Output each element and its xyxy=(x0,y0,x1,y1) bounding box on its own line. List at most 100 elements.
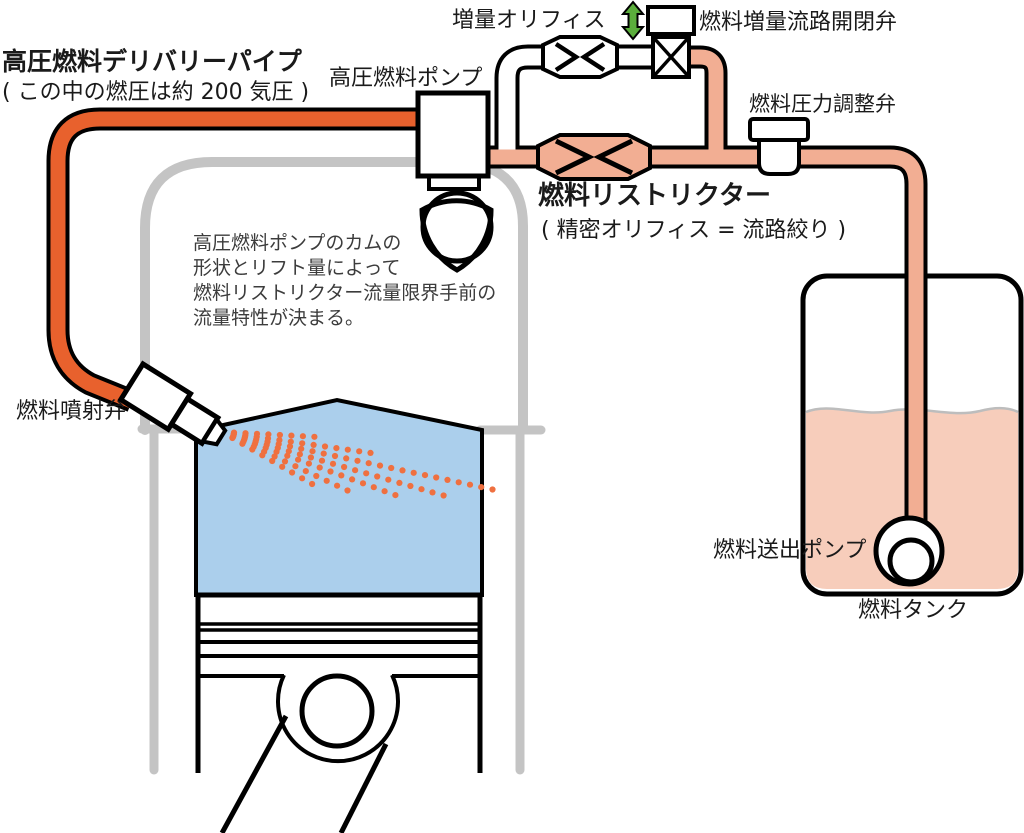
spray-dot xyxy=(311,433,318,440)
spray-dot xyxy=(302,468,309,475)
spray-dot xyxy=(288,432,295,439)
spray-dot xyxy=(269,457,276,465)
label-note-line2: 形状とリフト量によって xyxy=(193,257,400,279)
label-delivery-pipe-title: 高圧燃料デリバリーパイプ xyxy=(2,47,303,76)
restrictor-orifice-symbol xyxy=(536,133,652,181)
spray-dot xyxy=(276,431,283,439)
spray-dot xyxy=(429,489,436,496)
delivery-pipe xyxy=(46,107,430,412)
label-note-line4: 流量特性が決まる。 xyxy=(193,307,364,329)
spray-dot xyxy=(478,484,485,491)
label-fuel-tank: 燃料タンク xyxy=(858,598,968,623)
spray-dot xyxy=(286,443,294,450)
spray-dot xyxy=(341,463,348,471)
green-arrow-icon xyxy=(620,0,646,41)
spray-dot xyxy=(433,474,440,481)
spray-dot xyxy=(421,472,429,479)
fuel-spray xyxy=(229,429,496,499)
spray-dot xyxy=(367,449,374,456)
spray-dot xyxy=(318,457,326,464)
spray-dot xyxy=(418,486,425,493)
increase-flow-valve xyxy=(646,5,696,79)
spray-dot xyxy=(410,469,417,476)
spray-dot xyxy=(349,476,356,483)
spray-dot xyxy=(273,448,280,455)
spray-dot xyxy=(407,482,414,490)
pump-cam xyxy=(415,190,499,274)
spray-dot xyxy=(388,464,395,472)
spray-dot xyxy=(466,481,474,488)
spray-dot xyxy=(307,454,314,461)
increase-orifice-symbol xyxy=(541,35,619,79)
spray-dot xyxy=(344,487,351,494)
spray-dot xyxy=(363,470,370,477)
spray-dot xyxy=(381,488,388,495)
spray-dot xyxy=(334,482,341,489)
spray-dot xyxy=(385,476,392,483)
spray-dot xyxy=(289,469,296,476)
spray-dot xyxy=(279,463,286,470)
valve-x-icon xyxy=(651,35,691,79)
spray-dot xyxy=(344,446,351,453)
label-hp-pump: 高圧燃料ポンプ xyxy=(329,66,482,91)
spray-dot xyxy=(399,467,406,474)
labels: 高圧燃料デリバリーパイプ ( この中の燃圧は約 200 気圧 ) 高圧燃料ポンプ… xyxy=(2,8,968,623)
spray-dot xyxy=(354,457,361,464)
spray-dot xyxy=(310,441,317,448)
spray-dot xyxy=(313,472,320,480)
spray-dot xyxy=(331,452,339,460)
spray-dot xyxy=(338,472,345,479)
spray-dot xyxy=(287,438,294,445)
spray-dot xyxy=(316,464,323,471)
spray-dot xyxy=(292,463,299,470)
spray-dot xyxy=(281,458,289,465)
spray-dot xyxy=(374,473,381,480)
spray-dot xyxy=(329,460,337,467)
spray-dot xyxy=(489,486,496,493)
spray-dot xyxy=(455,479,462,486)
spray-dot xyxy=(249,446,256,453)
spray-dot xyxy=(444,476,451,483)
spray-dot xyxy=(323,477,330,484)
label-feed-pump: 燃料送出ポンプ xyxy=(713,538,866,563)
spray-dot xyxy=(370,484,377,491)
spray-dot xyxy=(284,452,291,459)
spray-dot xyxy=(320,450,327,457)
combustion-chamber xyxy=(194,397,484,597)
spray-dot xyxy=(299,475,306,482)
valve-branch-line-fill xyxy=(676,49,724,162)
spray-dot xyxy=(298,445,305,452)
bypass-pipe-bore xyxy=(498,48,660,160)
label-increase-valve: 燃料増量流路開閉弁 xyxy=(699,10,897,35)
spray-dot xyxy=(309,480,316,488)
label-delivery-pipe-sub: ( この中の燃圧は約 200 気圧 ) xyxy=(2,80,309,105)
label-injector: 燃料噴射弁 xyxy=(16,399,126,424)
spray-dot xyxy=(309,448,316,455)
spray-dot xyxy=(295,456,302,463)
wrist-pin xyxy=(299,673,375,749)
label-increase-orifice: 増量オリフィス xyxy=(452,8,606,33)
spray-dot xyxy=(359,480,367,487)
label-restrictor: 燃料リストリクター xyxy=(538,181,771,211)
spray-dot xyxy=(327,468,334,475)
hp-fuel-pump xyxy=(415,90,491,179)
spray-dot xyxy=(396,479,403,486)
spray-dot xyxy=(356,448,363,455)
label-restrictor-sub: ( 精密オリフィス = 流路絞り ) xyxy=(541,218,846,243)
label-note-line3: 燃料リストリクター流量限界手前の xyxy=(193,282,496,304)
spray-dot xyxy=(299,440,306,447)
feed-pump xyxy=(873,515,945,587)
spray-dot xyxy=(376,462,384,469)
spray-dot xyxy=(321,443,329,450)
label-pressure-regulator: 燃料圧力調整弁 xyxy=(749,92,896,116)
spray-dot xyxy=(229,434,236,442)
spray-dot xyxy=(333,445,340,452)
spray-dot xyxy=(259,452,266,459)
pressure-regulator-valve xyxy=(748,117,810,176)
label-note-line1: 高圧燃料ポンプのカムの xyxy=(193,232,401,254)
spray-dot xyxy=(296,451,303,458)
spray-dot xyxy=(305,460,312,467)
spray-dot xyxy=(239,440,246,447)
spray-dot xyxy=(365,460,372,467)
